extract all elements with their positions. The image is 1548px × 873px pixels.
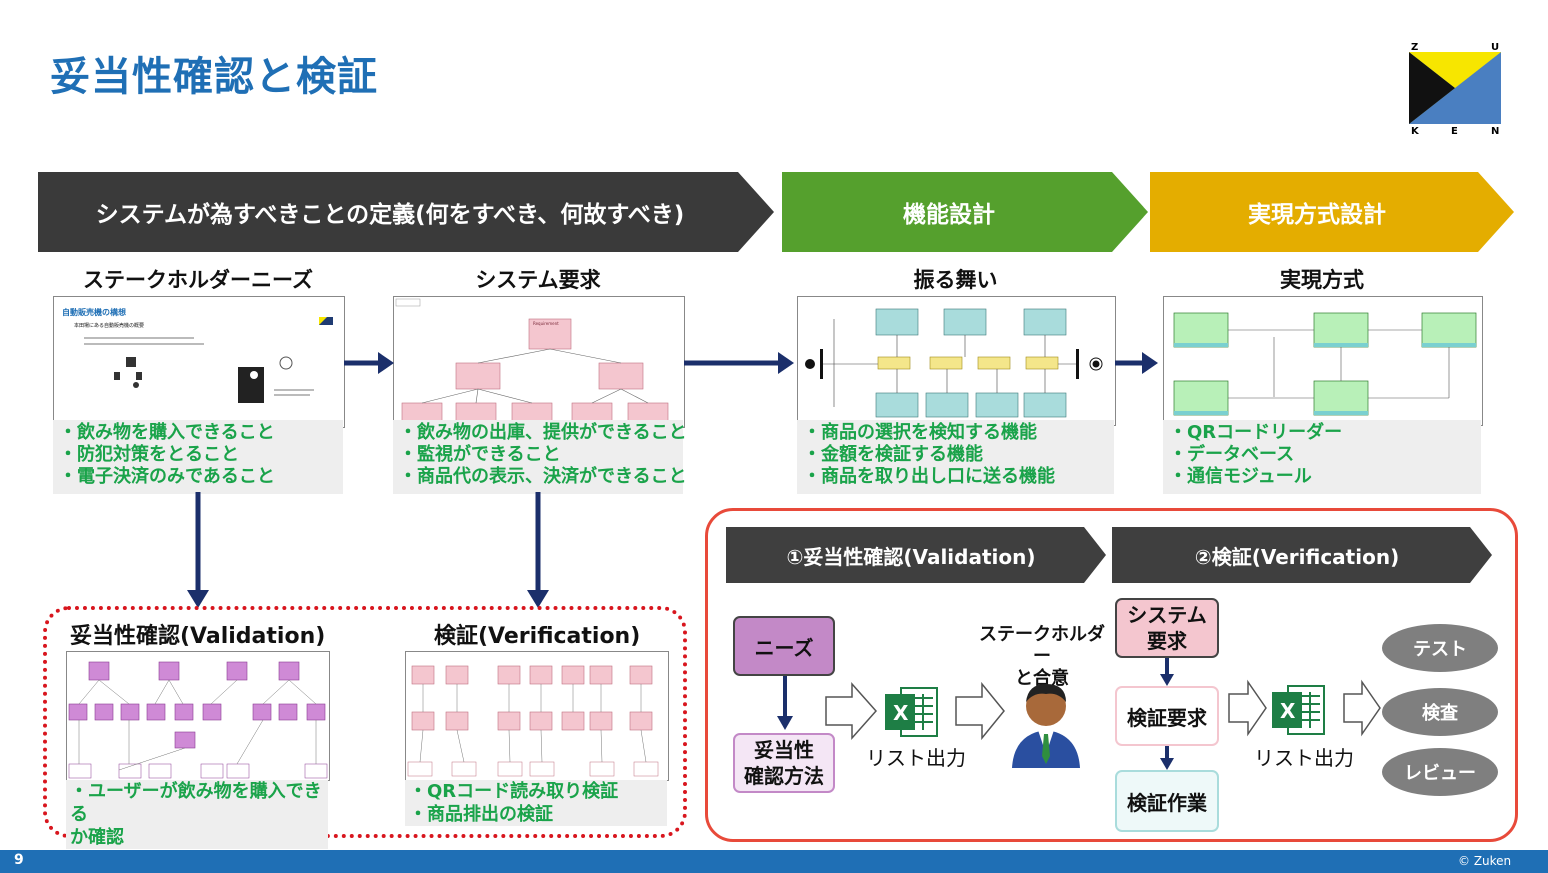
needs-down-arrow: [777, 676, 793, 730]
stage-chevrons: [38, 172, 1514, 252]
agreement-line: と合意: [1015, 668, 1069, 689]
page-title: 妥当性確認と検証: [50, 54, 378, 100]
verification-title: 検証(Verification): [434, 624, 641, 649]
logo-letter-e: E: [1451, 126, 1458, 135]
sysreq-item: ・飲み物の出庫、提供ができること: [399, 422, 687, 443]
validation-verification-box: [43, 606, 687, 838]
stage-definition: システムが為すべきことの定義(何をすべき、何故すべき): [95, 202, 685, 228]
thumb-requirement-label: Requirement: [533, 321, 559, 326]
architecture-thumbnail: [1163, 296, 1483, 426]
logo-letter-z: Z: [1411, 42, 1418, 53]
oval-inspection: 検査: [1382, 688, 1498, 736]
requirements-tree-thumbnail: Requirement: [393, 296, 685, 428]
validation-text-line: ・ユーザーが飲み物を購入できる: [70, 781, 322, 825]
needs-caption: ・飲み物を購入できること ・防犯対策をとること ・電子決済のみであること: [53, 420, 343, 494]
behavior-item: ・金額を検証する機能: [803, 444, 983, 465]
stage-implementation-design: 実現方式設計: [1248, 202, 1386, 228]
validation-method-line: 妥当性: [754, 738, 814, 762]
validation-text-line: か確認: [70, 827, 124, 848]
needs-box: ニーズ: [733, 616, 835, 676]
list-output-label: リスト出力: [866, 746, 966, 770]
behavior-caption: ・商品の選択を検知する機能 ・金額を検証する機能 ・商品を取り出し口に送る機能: [797, 420, 1114, 494]
zuken-logo: Z U K E N: [1405, 40, 1505, 137]
heading-behavior: 振る舞い: [913, 268, 998, 292]
behavior-item: ・商品の選択を検知する機能: [803, 422, 1037, 443]
excel-icon: X: [1272, 682, 1326, 738]
system-req-line: システム: [1127, 603, 1207, 627]
system-requirements-box: システム 要求: [1115, 598, 1219, 658]
stakeholder-agreement-label: ステークホルダー と合意: [976, 624, 1108, 690]
validation-title: 妥当性確認(Validation): [70, 624, 326, 649]
sysreq-item: ・監視ができること: [399, 444, 561, 465]
sysreq-caption: ・飲み物の出庫、提供ができること ・監視ができること ・商品代の表示、決済ができ…: [393, 420, 687, 494]
page-number: 9: [14, 852, 24, 868]
excel-letter: X: [893, 701, 909, 725]
stage-functional-design: 機能設計: [903, 202, 995, 228]
sysreq-item: ・商品代の表示、決済ができること: [399, 466, 687, 487]
verification-work-box: 検証作業: [1115, 770, 1219, 832]
implementation-item: ・通信モジュール: [1169, 466, 1312, 487]
implementation-item: ・データベース: [1169, 444, 1295, 465]
validation-method-line: 確認方法: [744, 764, 824, 788]
needs-item: ・飲み物を購入できること: [59, 422, 275, 443]
activity-diagram-thumbnail: [797, 296, 1116, 426]
copyright: © Zuken: [1458, 854, 1512, 868]
behavior-item: ・商品を取り出し口に送る機能: [803, 466, 1055, 487]
implementation-caption: ・QRコードリーダー ・データベース ・通信モジュール: [1163, 420, 1481, 494]
oval-test: テスト: [1382, 624, 1498, 672]
agreement-line: ステークホルダー: [979, 624, 1105, 667]
list-output-label: リスト出力: [1254, 746, 1354, 770]
thumb-vending-sub: 本田場にある自動販売機の概要: [74, 323, 145, 329]
verifyreq-down-arrow: [1160, 746, 1174, 770]
verification-text-line: ・QRコード読み取り検証: [409, 781, 619, 802]
logo-letter-k: K: [1411, 126, 1420, 135]
verification-text: ・QRコード読み取り検証 ・商品排出の検証: [405, 780, 667, 826]
verification-header: ②検証(Verification): [1194, 544, 1400, 569]
vending-concept-thumbnail: 自動販売機の構想 本田場にある自動販売機の概要: [53, 296, 345, 428]
oval-review: レビュー: [1382, 748, 1498, 796]
validation-header: ①妥当性確認(Validation): [786, 544, 1036, 569]
process-box: [705, 508, 1518, 842]
validation-method-box: 妥当性 確認方法: [733, 733, 835, 793]
validation-text: ・ユーザーが飲み物を購入できる か確認: [66, 780, 328, 849]
implementation-item: ・QRコードリーダー: [1169, 422, 1343, 443]
heading-stakeholder-needs: ステークホルダーニーズ: [83, 268, 313, 292]
verification-text-line: ・商品排出の検証: [409, 804, 553, 825]
needs-item: ・電子決済のみであること: [59, 466, 275, 487]
logo-letter-n: N: [1491, 126, 1499, 135]
thumb-vending-title: 自動販売機の構想: [62, 308, 126, 317]
verification-requirements-box: 検証要求: [1115, 686, 1219, 746]
needs-item: ・防犯対策をとること: [59, 444, 239, 465]
verification-thumbnail: [405, 651, 669, 781]
heading-system-requirements: システム要求: [475, 268, 601, 292]
system-req-line: 要求: [1147, 629, 1187, 653]
person-icon: [1008, 678, 1084, 768]
logo-letter-u: U: [1491, 42, 1499, 53]
excel-icon: X: [885, 684, 939, 740]
sysreq-down-arrow: [1160, 658, 1174, 686]
footer-bar: 9 © Zuken: [0, 850, 1548, 873]
heading-implementation: 実現方式: [1280, 268, 1364, 292]
excel-letter: X: [1280, 699, 1296, 723]
